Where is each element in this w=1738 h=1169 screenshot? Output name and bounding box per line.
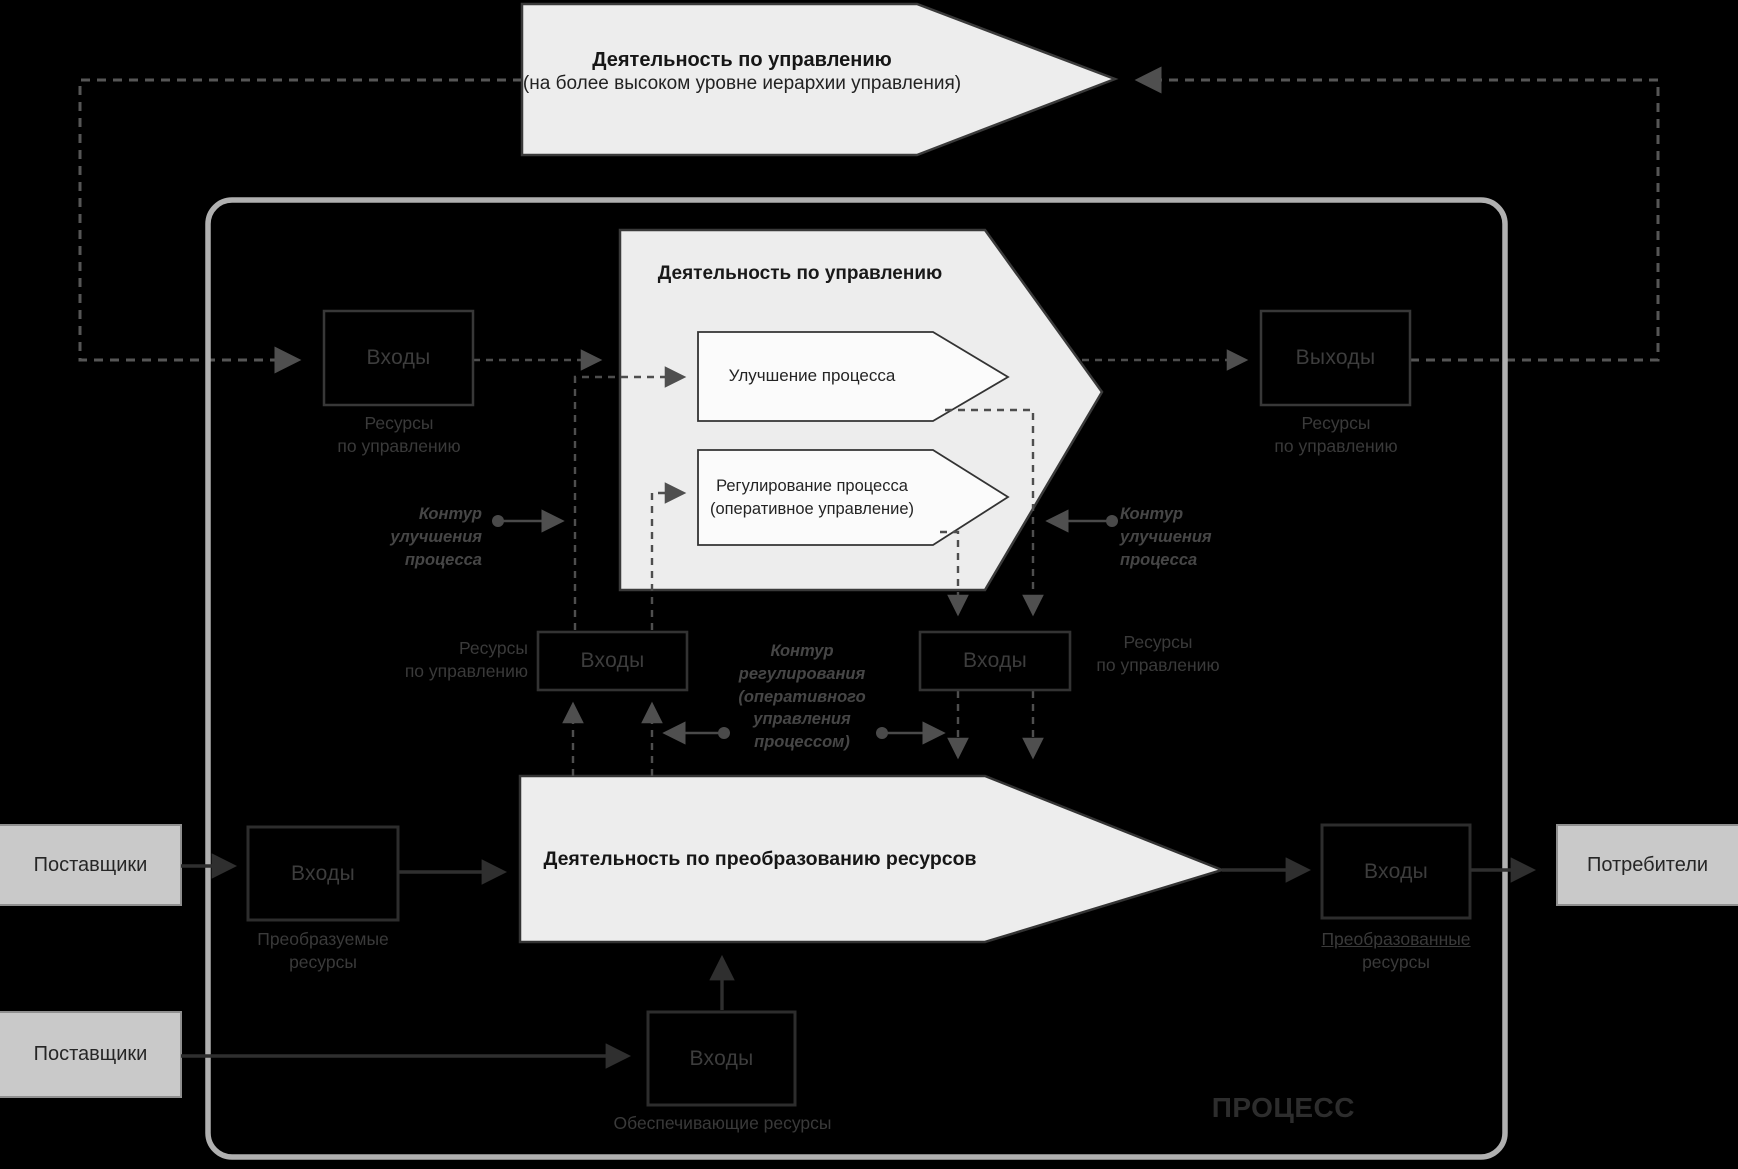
feedback-right-dashed-line bbox=[1134, 66, 1660, 362]
inputs-bottom-right-caption-line2: ресурсы bbox=[1362, 952, 1430, 973]
transformation-arrow-shape bbox=[518, 774, 1226, 944]
regulation-loop-pointer-right bbox=[876, 721, 946, 745]
suppliers-main-label: Поставщики bbox=[33, 853, 148, 876]
inputs-support-label: Входы bbox=[689, 1046, 754, 1070]
inputs-bottom-left-label: Входы bbox=[290, 861, 356, 885]
inner-management-title: Деятельность по управлению bbox=[657, 263, 943, 284]
outputs-top-right-box bbox=[1259, 309, 1412, 407]
top-management-arrow-shape bbox=[520, 2, 1119, 157]
inputs-mid-right-label: Входы bbox=[962, 649, 1028, 672]
inputs-mid-right-caption: Ресурсы по управлению bbox=[1096, 632, 1220, 676]
inputs-mid-left-label: Входы bbox=[580, 649, 645, 672]
consumers-label: Потребители bbox=[1586, 853, 1709, 876]
improvement-loop-label-left: Контур улучшения процесса bbox=[390, 505, 482, 569]
improvement-arrow-label: Улучшение процесса bbox=[728, 366, 896, 386]
inputs-bottom-left-box bbox=[246, 825, 400, 922]
inputs-bottom-right-caption: Преобразованные ресурсы bbox=[1290, 928, 1502, 974]
inputs-mid-right-box bbox=[918, 630, 1072, 692]
outputs-top-right-label: Выходы bbox=[1295, 346, 1376, 369]
improvement-loop-pointer-left bbox=[492, 509, 565, 533]
improvement-loop-pointer-right bbox=[1045, 509, 1118, 533]
inputs-bottom-right-label: Входы bbox=[1363, 859, 1429, 883]
improvement-arrow-shape bbox=[697, 331, 1010, 422]
suppliers-main-box bbox=[0, 824, 182, 906]
transformation-arrow-title: Деятельность по преобразованию ресурсов bbox=[543, 847, 977, 870]
midleft-to-regulation-dashed bbox=[650, 482, 687, 630]
midleft-to-improvement-dashed bbox=[573, 366, 687, 630]
improvement-loop-label-right: Контур улучшения процесса bbox=[1120, 505, 1212, 569]
feedback-left-dashed-line bbox=[78, 78, 522, 374]
inputs-top-left-label: Входы bbox=[366, 346, 431, 369]
process-container-label: ПРОЦЕСС bbox=[1211, 1092, 1355, 1123]
inputs-top-left-caption: Ресурсы по управлению bbox=[337, 413, 461, 457]
regulation-to-midright-dashed bbox=[940, 530, 969, 617]
regulation-arrow-shape bbox=[697, 449, 1010, 546]
top-arrow-title: Деятельность по управлению bbox=[592, 49, 892, 71]
top-management-arrow-text: Деятельность по управлению (на более выс… bbox=[522, 48, 962, 95]
inputs-bottom-left-caption: Преобразуемые ресурсы bbox=[257, 929, 389, 973]
regulation-loop-label: Контур регулирования (оперативного управ… bbox=[738, 642, 866, 752]
outputs-top-right-caption: Ресурсы по управлению bbox=[1274, 413, 1398, 457]
suppliers-support-box bbox=[0, 1011, 182, 1098]
inputs-support-box bbox=[646, 1010, 797, 1107]
inputs-mid-left-caption: Ресурсы по управлению bbox=[404, 638, 528, 682]
inputs-top-left-box bbox=[322, 309, 475, 407]
regulation-loop-pointer-left bbox=[662, 721, 730, 745]
process-container-border bbox=[205, 197, 1508, 1160]
top-arrow-subtitle: (на более высоком уровне иерархии управл… bbox=[522, 73, 962, 94]
inputs-mid-left-box bbox=[536, 630, 689, 692]
suppliers-support-label: Поставщики bbox=[33, 1043, 148, 1065]
consumers-box bbox=[1556, 824, 1738, 906]
inputs-support-caption: Обеспечивающие ресурсы bbox=[613, 1113, 832, 1133]
improvement-to-midright-dashed bbox=[945, 408, 1044, 617]
inputs-bottom-right-caption-line1: Преобразованные bbox=[1321, 929, 1471, 949]
regulation-arrow-label: Регулирование процесса (оперативное упра… bbox=[709, 477, 915, 518]
